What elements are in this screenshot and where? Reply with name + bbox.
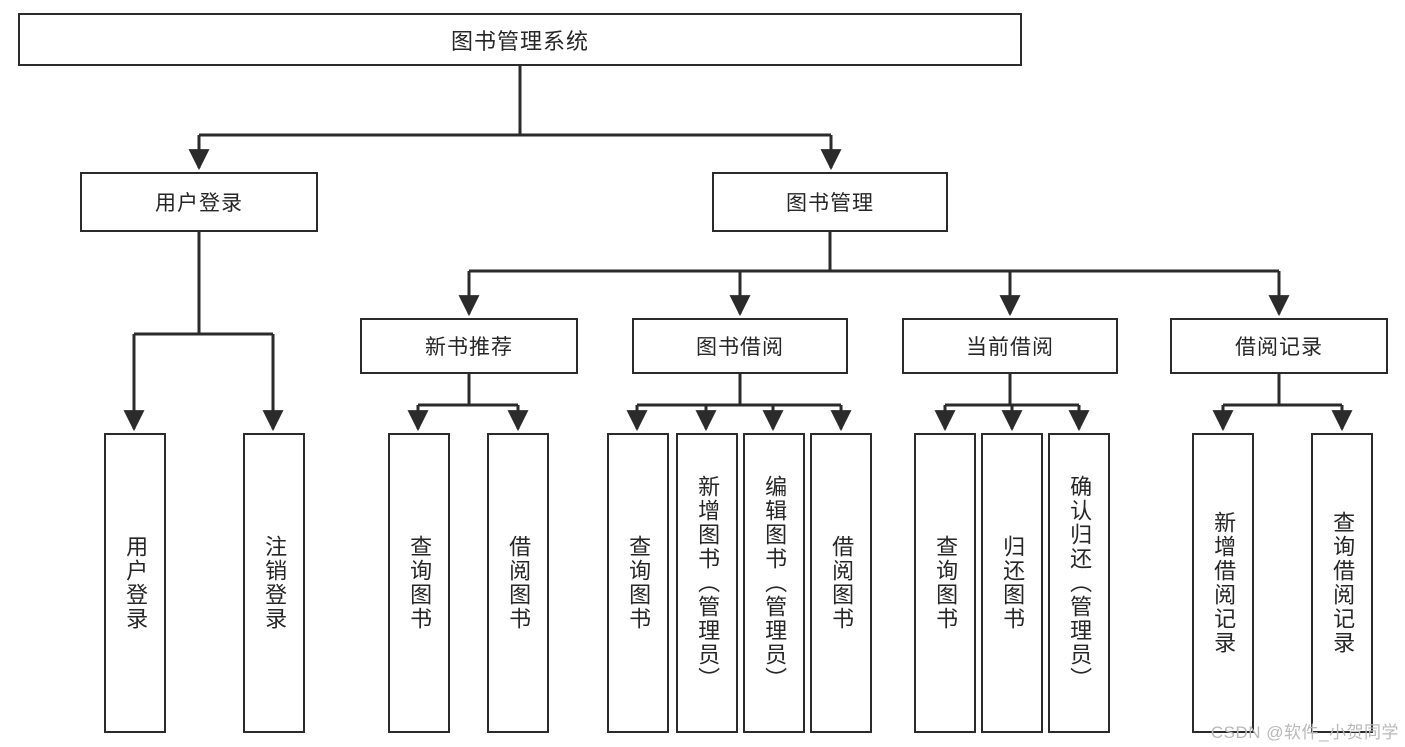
node-book-manage[interactable]: 图书管理 <box>712 172 948 232</box>
node-leaf-return-book-label: 归还图书 <box>1000 535 1026 631</box>
node-book-borrow[interactable]: 图书借阅 <box>632 318 848 374</box>
node-leaf-confirm-return-label: 确认归还（管理员） <box>1067 475 1093 691</box>
node-leaf-borrow-book-2[interactable]: 借阅图书 <box>810 433 872 733</box>
node-leaf-query-record-label: 查询借阅记录 <box>1330 511 1356 655</box>
node-current-borrow[interactable]: 当前借阅 <box>902 318 1118 374</box>
watermark: CSDN @软件_小贺同学 <box>1210 723 1399 742</box>
node-borrow-record-label: 借阅记录 <box>1235 336 1323 359</box>
node-leaf-query-book-3[interactable]: 查询图书 <box>914 433 976 733</box>
node-root[interactable]: 图书管理系统 <box>18 13 1022 66</box>
node-leaf-query-book-3-label: 查询图书 <box>933 535 959 631</box>
node-leaf-add-record-label: 新增借阅记录 <box>1211 511 1237 655</box>
node-leaf-logout[interactable]: 注销登录 <box>243 433 305 733</box>
node-leaf-query-book-1-label: 查询图书 <box>407 535 433 631</box>
node-root-label: 图书管理系统 <box>450 28 589 54</box>
node-leaf-user-login[interactable]: 用户登录 <box>104 433 166 733</box>
node-leaf-add-record[interactable]: 新增借阅记录 <box>1192 433 1254 733</box>
node-leaf-query-book-2[interactable]: 查询图书 <box>607 433 669 733</box>
node-borrow-record[interactable]: 借阅记录 <box>1170 318 1388 374</box>
node-leaf-query-record[interactable]: 查询借阅记录 <box>1311 433 1373 733</box>
node-leaf-borrow-book-1[interactable]: 借阅图书 <box>487 433 549 733</box>
node-new-book-recommend[interactable]: 新书推荐 <box>360 318 578 374</box>
node-leaf-confirm-return[interactable]: 确认归还（管理员） <box>1048 433 1110 733</box>
node-user-login-label: 用户登录 <box>155 192 243 215</box>
node-new-book-recommend-label: 新书推荐 <box>425 336 513 359</box>
node-book-borrow-label: 图书借阅 <box>696 336 784 359</box>
node-leaf-borrow-book-1-label: 借阅图书 <box>506 535 532 631</box>
node-leaf-query-book-1[interactable]: 查询图书 <box>388 433 450 733</box>
node-leaf-logout-label: 注销登录 <box>262 535 288 631</box>
node-leaf-user-login-label: 用户登录 <box>123 535 149 631</box>
node-leaf-return-book[interactable]: 归还图书 <box>981 433 1043 733</box>
node-leaf-add-book-label: 新增图书（管理员） <box>695 475 721 691</box>
node-user-login[interactable]: 用户登录 <box>80 172 318 232</box>
node-current-borrow-label: 当前借阅 <box>966 336 1054 359</box>
node-book-manage-label: 图书管理 <box>786 192 874 215</box>
node-leaf-edit-book-label: 编辑图书（管理员） <box>762 475 788 691</box>
node-leaf-edit-book[interactable]: 编辑图书（管理员） <box>743 433 805 733</box>
node-leaf-query-book-2-label: 查询图书 <box>626 535 652 631</box>
node-leaf-borrow-book-2-label: 借阅图书 <box>829 535 855 631</box>
node-leaf-add-book[interactable]: 新增图书（管理员） <box>676 433 738 733</box>
